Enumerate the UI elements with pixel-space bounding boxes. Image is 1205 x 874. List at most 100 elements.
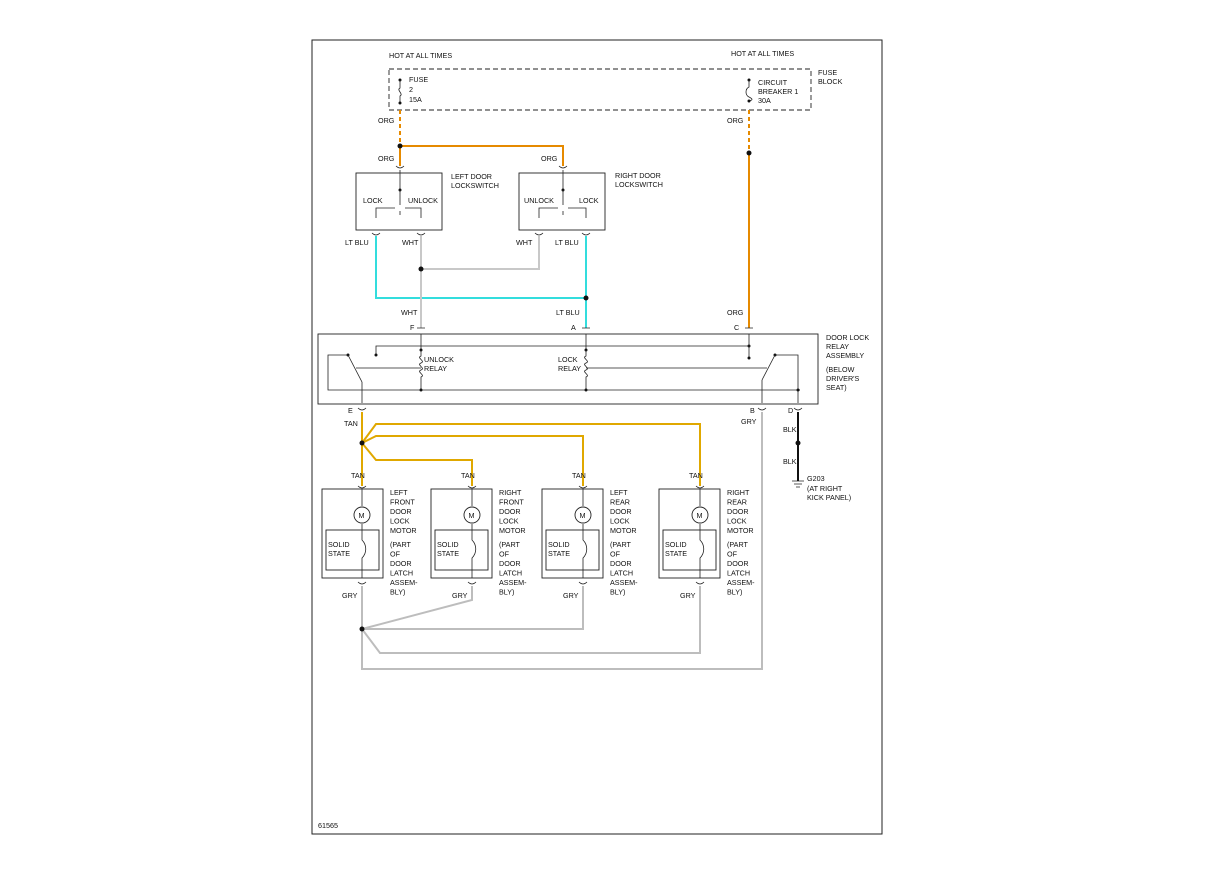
left-front-solid-state-box — [325, 529, 380, 571]
left-rear-motor-box — [541, 488, 604, 579]
left-front-name-3: DOOR — [390, 507, 412, 516]
left-front-part-of-3: DOOR — [390, 559, 412, 568]
org-label-breaker: ORG — [727, 116, 744, 125]
left-rear-name-1: LEFT — [610, 488, 628, 497]
lock-relay-coil — [584, 350, 588, 390]
ground-label-2: (AT RIGHT — [807, 484, 843, 493]
right-rear-name-1: RIGHT — [727, 488, 750, 497]
left-front-part-of-5: ASSEM- — [390, 578, 418, 587]
fuse-block-label-2: BLOCK — [818, 77, 843, 86]
left-front-part-of-4: LATCH — [390, 569, 413, 578]
hot-at-all-times-right: HOT AT ALL TIMES — [731, 49, 794, 58]
left-rear-tan-label: TAN — [572, 471, 586, 480]
right-switch-contacts — [538, 207, 587, 218]
relay-contact-left — [374, 353, 378, 357]
tan-wire-left-rear — [361, 435, 584, 486]
right-rear-motor-icon — [691, 506, 709, 524]
left-front-name-2: FRONT — [390, 498, 415, 507]
lock-relay-blade — [761, 354, 776, 381]
left-rear-part-of-2: OF — [610, 550, 621, 559]
blk-label-1: BLK — [783, 425, 797, 434]
right-rear-solid-state-switch — [699, 530, 705, 578]
right-rear-motor-connector-bottom — [695, 581, 705, 585]
ltblu-wire-left-switch — [375, 236, 586, 299]
gry-wire-right-rear — [361, 586, 701, 654]
right-rear-motor-connector-top — [695, 485, 705, 489]
fuse-label-3: 15A — [409, 95, 422, 104]
relay-assembly-label-6: SEAT) — [826, 383, 847, 392]
blk-label-2: BLK — [783, 457, 797, 466]
relay-assembly-label-5: DRIVER'S — [826, 374, 860, 383]
tan-wire-right-rear — [361, 423, 701, 486]
fuse-block-outline — [388, 68, 812, 111]
diagram-frame — [311, 39, 883, 835]
left-front-tan-label: TAN — [351, 471, 365, 480]
gry-wire-right-front — [361, 586, 473, 630]
pin-b: B — [750, 406, 755, 415]
wht-label-f: WHT — [401, 308, 418, 317]
left-rear-motor-connector-top — [578, 485, 588, 489]
right-switch-unlock: UNLOCK — [524, 196, 554, 205]
left-front-name-4: LOCK — [390, 517, 410, 526]
right-switch-lock: LOCK — [579, 196, 599, 205]
right-rear-part-of-4: LATCH — [727, 569, 750, 578]
left-front-name-5: MOTOR — [390, 526, 417, 535]
pin-c: C — [734, 323, 739, 332]
org-label-right-switch: ORG — [541, 154, 558, 163]
breaker-label-1: CIRCUIT — [758, 78, 788, 87]
unlock-relay-coil — [419, 350, 423, 390]
left-rear-solid-state-box — [545, 529, 600, 571]
left-door-lockswitch — [355, 172, 443, 231]
left-switch-connector-top — [395, 165, 405, 169]
left-rear-name-5: MOTOR — [610, 526, 637, 535]
right-rear-name-3: DOOR — [727, 507, 749, 516]
right-rear-part-of-6: BLY) — [727, 588, 742, 597]
right-front-motor-box — [430, 488, 493, 579]
tan-splice — [359, 440, 365, 446]
ground-symbol-icon — [792, 480, 804, 488]
right-front-solid-state-label-1: SOLID — [437, 540, 459, 549]
door-lock-motors: MSOLIDSTATETANGRYLEFTFRONTDOORLOCKMOTOR(… — [321, 471, 755, 600]
fuse-block-label-1: FUSE — [818, 68, 837, 77]
right-front-name-2: FRONT — [499, 498, 524, 507]
left-front-name-1: LEFT — [390, 488, 408, 497]
relay-bus-node-2 — [584, 388, 588, 392]
right-switch-connector-top — [558, 165, 568, 169]
fuse-label-1: FUSE — [409, 75, 428, 84]
left-front-solid-state-label-2: STATE — [328, 549, 350, 558]
left-front-motor-box — [321, 488, 384, 579]
relay-assembly-label-1: DOOR LOCK — [826, 333, 869, 342]
right-front-part-of-5: ASSEM- — [499, 578, 527, 587]
relay-bus-upper — [375, 345, 749, 355]
lock-relay-label-1: LOCK — [558, 355, 578, 364]
relay-bus-lower — [327, 354, 800, 391]
left-front-solid-state-switch — [361, 530, 367, 578]
left-rear-name-3: DOOR — [610, 507, 632, 516]
fuse-terminal-bottom — [398, 101, 402, 105]
left-rear-solid-state-switch — [582, 530, 588, 578]
org-inline-connector — [746, 150, 752, 156]
left-front-part-of-6: BLY) — [390, 588, 405, 597]
right-front-name-4: LOCK — [499, 517, 519, 526]
left-switch-connectors-bottom — [371, 232, 426, 236]
right-rear-motor-box — [658, 488, 721, 579]
hot-at-all-times-left: HOT AT ALL TIMES — [389, 51, 452, 60]
gry-splice — [359, 626, 365, 632]
relay-assembly-label-4: (BELOW — [826, 365, 855, 374]
ltblu-label-a: LT BLU — [556, 308, 580, 317]
right-front-motor-connector-bottom — [467, 581, 477, 585]
right-front-part-of-4: LATCH — [499, 569, 522, 578]
right-rear-solid-state-label-1: SOLID — [665, 540, 687, 549]
right-front-solid-state-label-2: STATE — [437, 549, 459, 558]
gry-wire-left-rear — [362, 586, 584, 630]
right-front-name-3: DOOR — [499, 507, 521, 516]
left-switch-contacts — [375, 207, 422, 218]
left-switch-ltblu-label: LT BLU — [345, 238, 369, 247]
org-wire-to-right-switch — [400, 145, 564, 166]
right-front-motor-connector-top — [467, 485, 477, 489]
left-front-motor-connector-bottom — [357, 581, 367, 585]
right-door-lockswitch — [518, 172, 606, 231]
left-front-part-of-2: OF — [390, 550, 401, 559]
door-lock-relay-assembly — [317, 333, 819, 405]
wht-splice — [418, 266, 424, 272]
